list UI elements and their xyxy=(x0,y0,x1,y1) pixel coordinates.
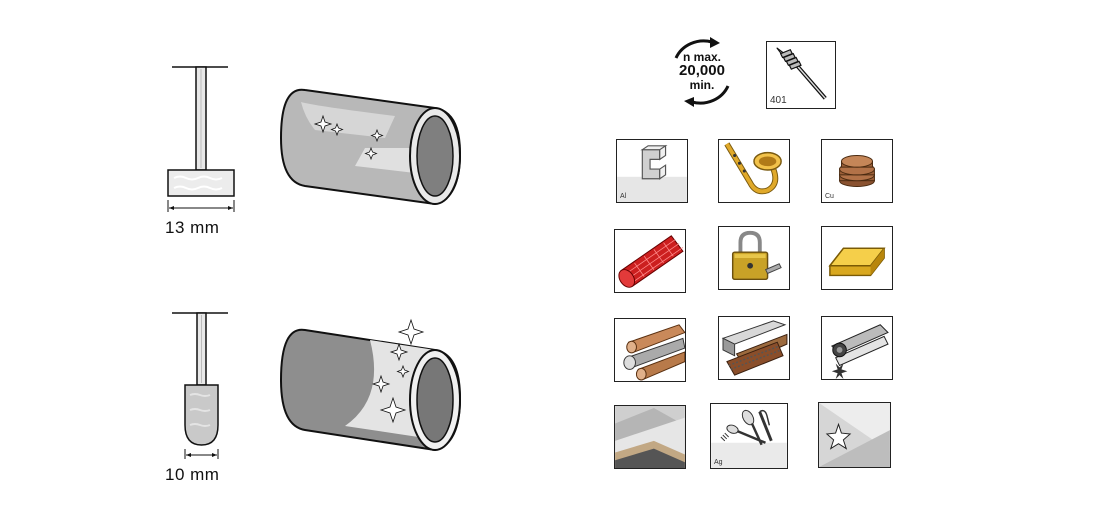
mandrel-screw-icon xyxy=(776,47,827,100)
silver-cutlery-icon xyxy=(711,409,787,468)
polished-sheet-icon xyxy=(819,403,890,467)
speed-line-1: n max. xyxy=(682,50,721,64)
material-red-pipe xyxy=(614,229,686,293)
copper-coins-icon xyxy=(839,155,875,187)
material-tag: Ag xyxy=(714,459,723,466)
material-polished-sheet xyxy=(818,402,891,468)
aluminium-profile-icon xyxy=(617,144,687,202)
tool-bullet-dimension: 10 mm xyxy=(165,465,220,484)
tool-bullet-illustration xyxy=(160,305,250,465)
tool-cylinder-dimension: 13 mm xyxy=(165,218,220,237)
speed-line-3: min. xyxy=(689,78,715,92)
steel-profiles-icon xyxy=(721,320,788,376)
speed-badge: n max. 20,000 min. xyxy=(664,36,740,108)
gold-bar-icon xyxy=(828,247,886,277)
material-silver: Ag xyxy=(710,403,788,469)
material-brass xyxy=(718,139,790,203)
sheet-metal-icon xyxy=(615,406,685,468)
stainless-profile-icon xyxy=(830,324,889,379)
workpiece-tube-polished xyxy=(275,318,470,458)
material-padlock xyxy=(718,226,790,290)
accessory-number: 401 xyxy=(770,95,787,106)
padlock-icon xyxy=(731,230,782,281)
material-tag: Cu xyxy=(825,193,834,200)
material-steel-profiles xyxy=(718,316,790,380)
rotation-arrows-icon xyxy=(674,37,730,107)
material-metal-pipes xyxy=(614,318,686,382)
material-stainless-profile xyxy=(821,316,893,380)
tool-cylinder-illustration xyxy=(160,60,250,220)
material-tag: Al xyxy=(620,193,627,200)
accessory-401-badge: 401 xyxy=(766,41,836,109)
material-gold xyxy=(821,226,893,290)
metal-pipes-icon xyxy=(623,324,685,381)
speed-line-2: 20,000 xyxy=(679,62,725,79)
material-aluminium: Al xyxy=(616,139,688,203)
saxophone-brass-icon xyxy=(724,142,782,195)
material-sheet-metal xyxy=(614,405,686,469)
workpiece-tube-matte xyxy=(275,78,470,213)
red-pipe-icon xyxy=(618,235,684,288)
material-copper: Cu xyxy=(821,139,893,203)
